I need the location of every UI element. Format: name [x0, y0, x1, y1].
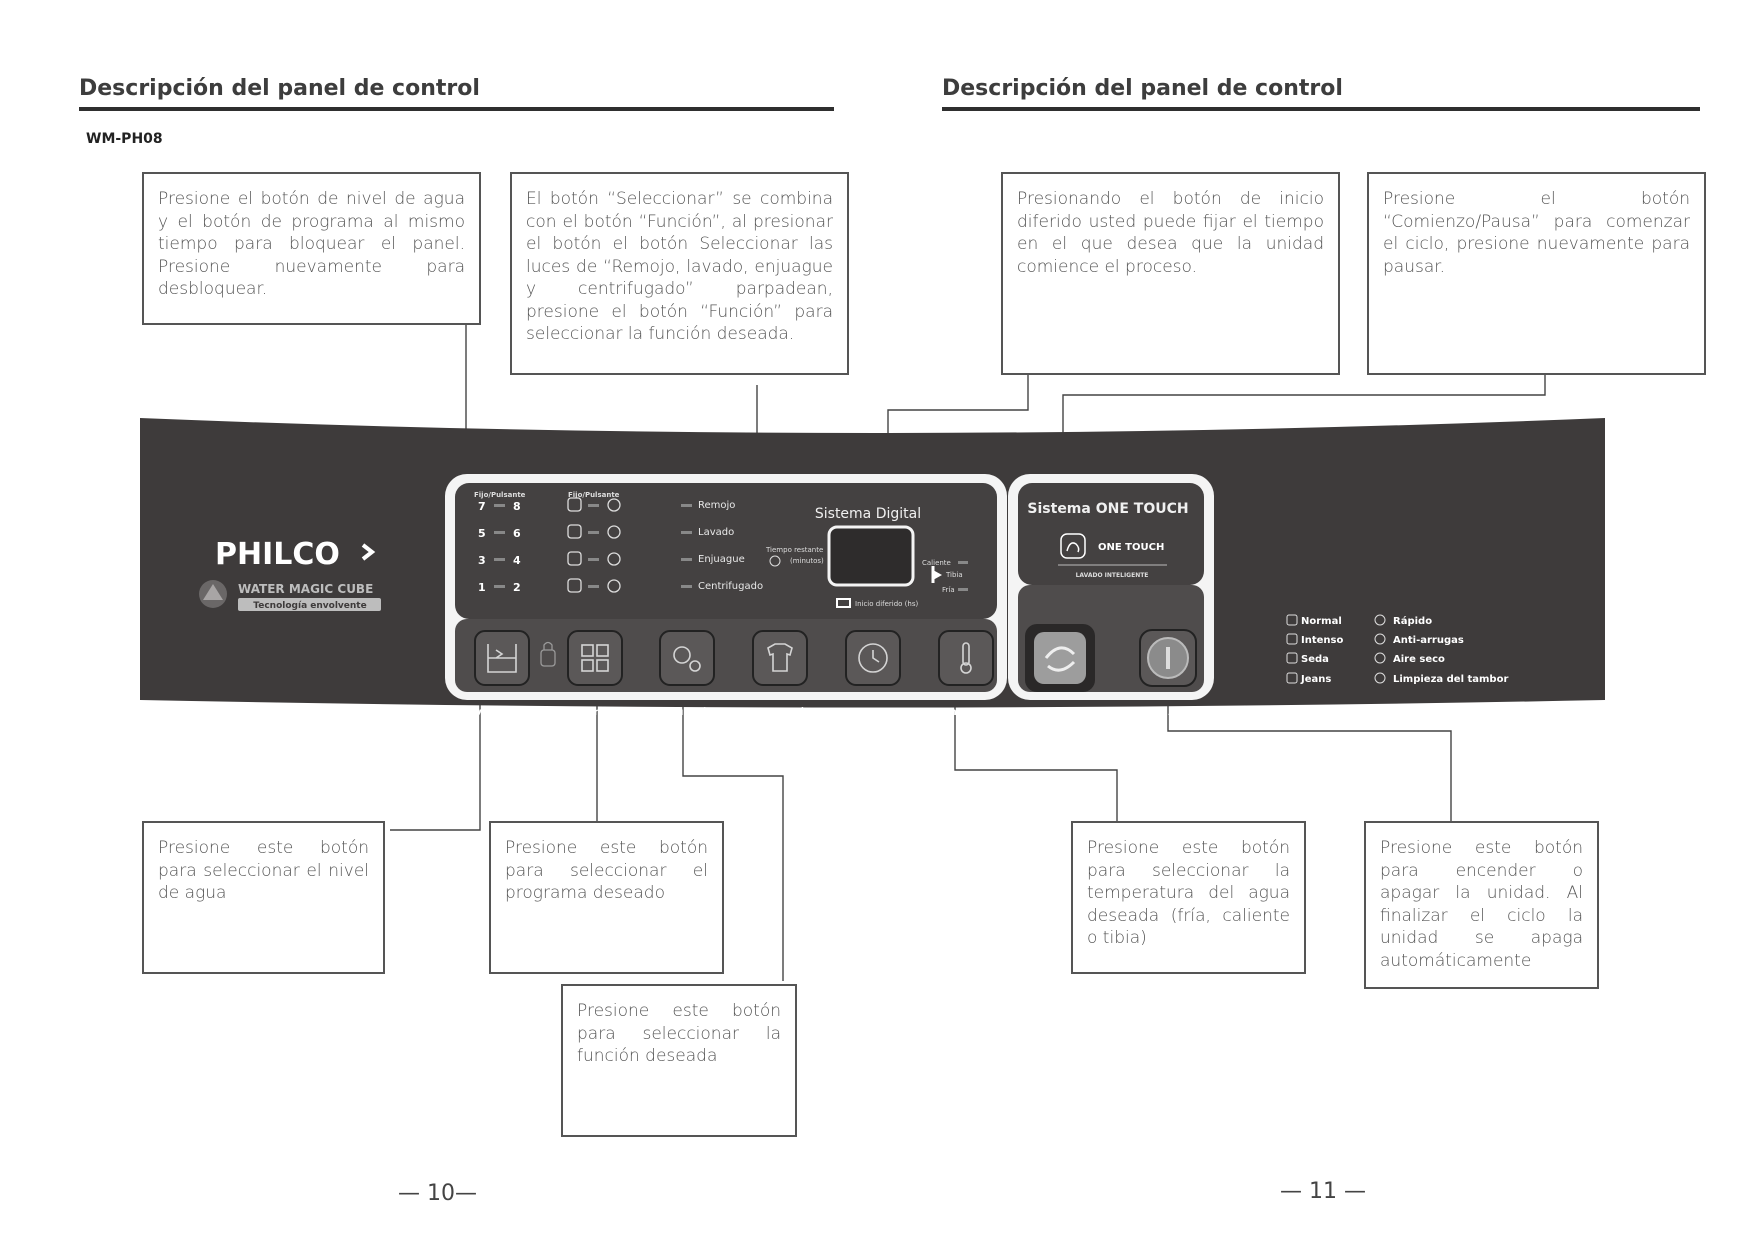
button-label: Inicio diferido	[839, 707, 917, 718]
button-label: Temperatura	[934, 707, 1006, 718]
right-heading-rule	[942, 107, 1700, 111]
one-touch-logo: ONE TOUCH	[1098, 542, 1164, 553]
button-label: Función	[670, 706, 714, 718]
col-header-2: Fijo/Pulsante	[568, 491, 620, 499]
function-led-label: Enjuague	[698, 554, 745, 565]
program-legend-item: Anti-arrugas	[1393, 635, 1464, 646]
function-led-label: Lavado	[698, 527, 734, 538]
one-touch-hand-icon	[1060, 533, 1086, 559]
button-label: Programa	[567, 707, 622, 718]
program-legend-icon	[1374, 633, 1386, 645]
water-level-led-3: 3	[478, 554, 486, 567]
program-alt-icon	[607, 498, 621, 512]
callout-panel-lock: Presione el botón de nivel de agua y el …	[142, 172, 481, 325]
program-alt-icon	[607, 579, 621, 593]
digital-title: Sistema Digital	[815, 506, 921, 522]
thermometer-icon	[960, 642, 972, 674]
gears-icon	[673, 646, 701, 672]
time-unit-label: (minutos)	[790, 557, 824, 565]
temp-hot: Caliente	[922, 559, 951, 567]
delay-label: Inicio diferido (hs)	[855, 600, 918, 608]
program-icon	[567, 551, 582, 566]
program-legend-item: Limpieza del tambor	[1393, 674, 1508, 685]
one-touch-title: Sistema ONE TOUCH	[1027, 501, 1188, 517]
right-page-heading: Descripción del panel de control	[942, 76, 1343, 101]
callout-program: Presione este botón para seleccionar el …	[489, 821, 724, 974]
model-number: WM-PH08	[86, 131, 163, 147]
delay-led	[836, 598, 851, 608]
function-button[interactable]	[659, 630, 715, 686]
digital-display	[827, 525, 915, 587]
callout-delay-start: Presionando el botón de inicio diferido …	[1001, 172, 1340, 375]
tagline: Tecnología envolvente	[253, 601, 366, 611]
program-legend-icon	[1374, 652, 1386, 664]
left-page-heading: Descripción del panel de control	[79, 76, 480, 101]
program-icon	[567, 497, 582, 512]
one-touch-sub: LAVADO INTELIGENTE	[1076, 572, 1149, 579]
callout-start-pause: Presione el botón “Comienzo/Pausa” para …	[1367, 172, 1706, 375]
col-header-1: Fijo/Pulsante	[474, 491, 526, 499]
left-page-number: — 10—	[398, 1181, 477, 1206]
water-level-led-1: 1	[478, 581, 486, 594]
one-touch-swirl-icon	[1044, 646, 1076, 672]
button-label: Inicio / Apagar	[1127, 707, 1209, 718]
program-legend-item: Normal	[1301, 616, 1342, 627]
callout-select-button: El botón “Seleccionar” se combina con el…	[510, 172, 849, 375]
program-legend-icon	[1374, 672, 1386, 684]
program-legend-item: Aire seco	[1393, 654, 1445, 665]
program-grid-icon	[581, 644, 609, 672]
shirt-select-icon	[767, 643, 793, 672]
program-legend-icon	[1286, 652, 1298, 664]
tagline-badge	[238, 598, 381, 611]
program-legend-icon	[1286, 672, 1298, 684]
program-legend-item: Seda	[1301, 654, 1329, 665]
button-label: Selección	[758, 706, 811, 718]
sub-brand: WATER MAGIC CUBE	[238, 582, 373, 596]
water-level-icon	[487, 644, 517, 673]
brand-chevron-icon	[361, 543, 376, 561]
program-icon	[567, 578, 582, 593]
brand-logo: PHILCO	[215, 537, 340, 572]
function-led-label: Remojo	[698, 500, 735, 511]
water-level-led-6: 6	[513, 527, 521, 540]
water-level-led-4: 4	[513, 554, 521, 567]
program-alt-icon	[607, 552, 621, 566]
select-button[interactable]	[752, 630, 808, 686]
callout-function: Presione este botón para seleccionar la …	[561, 984, 797, 1137]
clock-icon	[858, 643, 888, 673]
callout-temperature: Presione este botón para seleccionar la …	[1071, 821, 1306, 974]
clock-small-icon	[769, 555, 781, 567]
button-label: Nivel de agua	[463, 707, 540, 718]
water-level-led-8: 8	[513, 500, 521, 513]
program-legend-item: Jeans	[1300, 674, 1331, 685]
callout-water-level: Presione este botón para seleccionar el …	[142, 821, 385, 974]
left-heading-rule	[79, 107, 834, 111]
program-legend-icon	[1374, 614, 1386, 626]
water-level-led-7: 7	[478, 500, 486, 513]
water-level-led-2: 2	[513, 581, 521, 594]
program-icon	[567, 524, 582, 539]
function-led-label: Centrifugado	[698, 581, 763, 592]
program-legend-icon	[1286, 614, 1298, 626]
callout-power: Presione este botón para encender o apag…	[1364, 821, 1599, 989]
water-level-led-5: 5	[478, 527, 486, 540]
program-button[interactable]	[567, 630, 623, 686]
right-page-number: — 11 —	[1280, 1179, 1366, 1204]
temp-cold: Fría	[942, 586, 955, 594]
time-remaining-label: Tiempo restante	[765, 546, 823, 554]
program-legend-item: Intenso	[1301, 635, 1343, 646]
program-legend-item: Rápido	[1393, 615, 1432, 627]
program-alt-icon	[607, 525, 621, 539]
power-icon	[1166, 647, 1170, 669]
button-label: Comienzo / Pausa	[1011, 707, 1110, 718]
temp-warm: Tibia	[945, 571, 963, 579]
temperature-button[interactable]	[938, 630, 994, 686]
program-legend-icon	[1286, 633, 1298, 645]
lock-icon	[540, 649, 556, 667]
